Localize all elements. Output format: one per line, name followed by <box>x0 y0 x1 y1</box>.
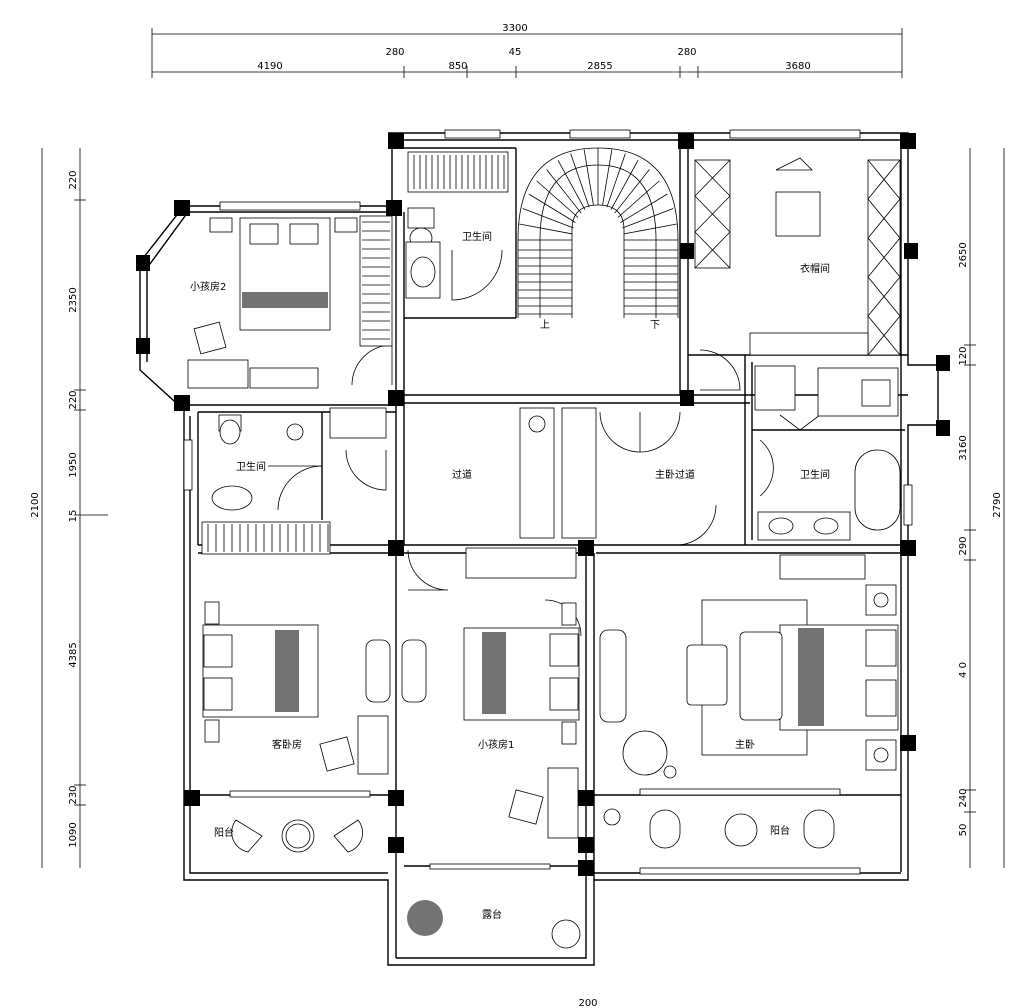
chair-closet <box>775 191 821 237</box>
bathtub-master <box>854 449 901 531</box>
hall-cabinet-2 <box>561 407 597 539</box>
windows <box>183 129 913 875</box>
dim-right-1: 2650 <box>958 242 969 267</box>
room-label-guest: 客卧房 <box>272 738 302 751</box>
exterior-walls <box>139 132 939 966</box>
dim-top-6: 280 <box>677 47 696 58</box>
dim-top-overall: 3300 <box>502 23 527 34</box>
doors <box>277 249 821 637</box>
hall-cabinet-1 <box>519 407 555 539</box>
dim-left-1: 220 <box>68 170 79 189</box>
structural-columns <box>136 133 950 876</box>
room-label-kids-2: 小孩房2 <box>190 280 226 293</box>
stairs-down-label: 下 <box>650 320 660 331</box>
plant-terrace-left <box>407 900 443 936</box>
toilet-upper <box>407 207 435 229</box>
dim-left-5: 15 <box>68 510 79 523</box>
dim-right-6: 240 <box>958 788 969 807</box>
dim-left-6: 4385 <box>68 642 79 667</box>
room-label-master: 主卧 <box>735 738 755 751</box>
dim-top-5: 2855 <box>587 61 612 72</box>
dim-left-overall: 2100 <box>30 492 41 517</box>
dim-top-2: 280 <box>385 47 404 58</box>
dim-left-3: 220 <box>68 390 79 409</box>
shower-tray-upper <box>407 151 509 193</box>
stairs-up-label: 上 <box>540 319 550 331</box>
dim-left-2: 2350 <box>68 287 79 312</box>
room-label-master-hallway: 主卧过道 <box>655 468 695 481</box>
plant-terrace-right <box>551 919 581 949</box>
dim-right-2: 120 <box>958 346 969 365</box>
sink-left <box>211 485 253 511</box>
dim-right-5: 4 0 <box>958 662 969 678</box>
room-label-terrace: 露台 <box>482 908 502 921</box>
dim-top-7: 3680 <box>785 61 810 72</box>
toilet-left <box>219 419 241 445</box>
plant-balcony-right <box>603 808 621 826</box>
room-label-balcony-left: 阳台 <box>214 826 234 839</box>
dim-top-3: 850 <box>448 61 467 72</box>
spiral-staircase: 上 下 <box>517 147 679 331</box>
dim-top-4: 45 <box>509 47 522 58</box>
table-balcony-right <box>724 813 758 847</box>
furniture <box>187 151 901 949</box>
lounge-chair-master <box>622 730 668 776</box>
room-labels: 小孩房2 卫生间 衣帽间 卫生间 过道 主卧过道 卫生间 客卧房 小孩房1 主卧… <box>190 230 830 921</box>
chair-kids-room-2 <box>193 321 227 355</box>
chair-kids-room-1 <box>508 789 544 825</box>
room-label-kids-1: 小孩房1 <box>478 738 514 751</box>
dim-right-3: 3160 <box>958 435 969 460</box>
dim-left-7: 230 <box>68 785 79 804</box>
dim-right-overall: 2790 <box>992 492 1003 517</box>
room-label-hallway: 过道 <box>452 468 472 481</box>
shower-master <box>754 365 796 411</box>
dim-left-4: 1950 <box>68 452 79 477</box>
dimension-lines <box>41 28 1005 868</box>
room-label-bath-left: 卫生间 <box>236 460 266 473</box>
dim-left-8: 1090 <box>68 822 79 847</box>
room-label-bath-upper: 卫生间 <box>462 230 492 243</box>
dim-top-1: 4190 <box>257 61 282 72</box>
dimension-labels: 3300 4190 280 850 45 2855 280 3680 220 2… <box>30 23 1003 1008</box>
room-label-bath-master: 卫生间 <box>800 468 830 481</box>
chair-guest <box>319 736 355 772</box>
table-balcony-left <box>281 819 315 853</box>
room-label-balcony-right: 阳台 <box>770 824 790 837</box>
dim-right-7: 50 <box>958 824 969 837</box>
wardrobe-guest <box>201 521 331 555</box>
room-label-closet: 衣帽间 <box>800 262 830 275</box>
dim-bottom-1: 200 <box>578 998 597 1008</box>
wardrobe-kids-room-2 <box>359 215 393 347</box>
dim-right-4: 290 <box>958 536 969 555</box>
